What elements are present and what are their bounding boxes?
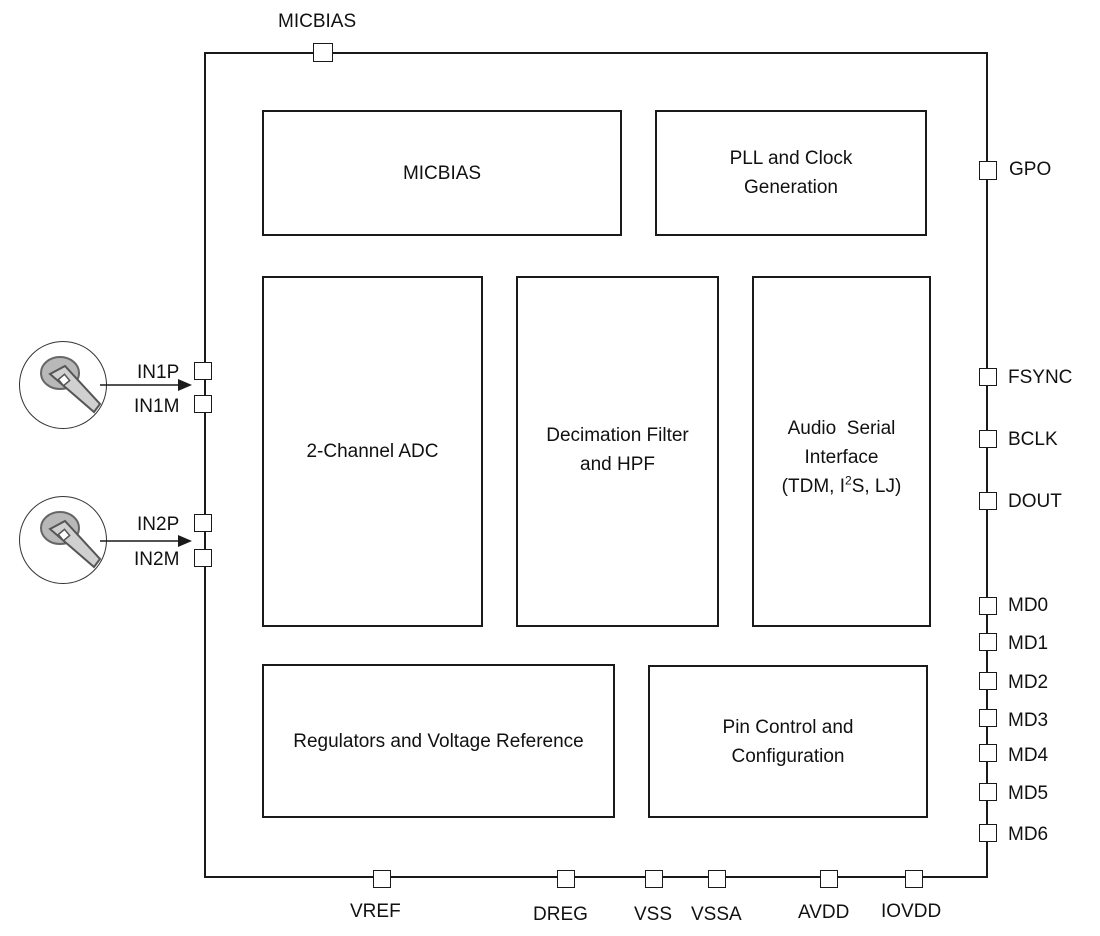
- pin-label-dreg: DREG: [533, 904, 588, 925]
- asi-label-line3-a: (TDM, I: [781, 476, 845, 497]
- micbias-block: MICBIAS: [262, 110, 622, 236]
- pin-label-md4: MD4: [1008, 745, 1049, 766]
- micbias-block-label: MICBIAS: [402, 162, 482, 184]
- pin-md0: [979, 597, 997, 615]
- pin-label-avdd: AVDD: [798, 902, 850, 923]
- pin-label-bclk: BCLK: [1008, 429, 1058, 450]
- pin-micbias: [313, 43, 333, 62]
- pin-label-gpo: GPO: [1009, 159, 1052, 180]
- pin-label-vss: VSS: [634, 904, 673, 925]
- pin-label-in2m: IN2M: [134, 549, 180, 570]
- pinctrl-label-line2: Configuration: [731, 745, 845, 767]
- pin-in2p: [194, 514, 212, 532]
- pll-label-line2: Generation: [743, 177, 838, 198]
- decimation-label-line2: and HPF: [580, 453, 655, 475]
- pin-vss: [645, 870, 663, 888]
- audio-serial-interface-block: Audio Serial Interface (TDM, I2S, LJ): [752, 276, 931, 627]
- pin-in2m: [194, 549, 212, 567]
- pin-label-dout: DOUT: [1008, 491, 1062, 512]
- pin-md4: [979, 744, 997, 762]
- pin-dout: [979, 492, 997, 510]
- pin-label-md3: MD3: [1008, 710, 1049, 731]
- pin-vref: [373, 870, 391, 888]
- pin-md6: [979, 824, 997, 842]
- microphone-2: [19, 496, 107, 584]
- pin-vssa: [708, 870, 726, 888]
- asi-label-line2: Interface: [804, 447, 879, 468]
- pin-label-md0: MD0: [1008, 595, 1049, 616]
- pin-label-fsync: FSYNC: [1008, 367, 1073, 388]
- asi-label-line3-b: S, LJ): [851, 476, 902, 497]
- pinctrl-label-line1: Pin Control and: [722, 716, 854, 738]
- decimation-filter-block: Decimation Filter and HPF: [516, 276, 719, 627]
- pin-fsync: [979, 368, 997, 386]
- pin-md2: [979, 672, 997, 690]
- pll-clock-block: PLL and Clock Generation: [655, 110, 927, 236]
- pin-avdd: [820, 870, 838, 888]
- pin-label-in1m: IN1M: [134, 396, 180, 417]
- pin-bclk: [979, 430, 997, 448]
- asi-label-line1: Audio Serial: [787, 418, 896, 439]
- asi-label-line3: (TDM, I2S, LJ): [782, 472, 902, 501]
- pin-iovdd: [905, 870, 923, 888]
- regulators-block: Regulators and Voltage Reference: [262, 664, 615, 818]
- pin-label-micbias: MICBIAS: [278, 11, 357, 32]
- pin-label-md1: MD1: [1008, 633, 1049, 654]
- mic2-arrow: [100, 535, 192, 547]
- pin-label-iovdd: IOVDD: [881, 901, 942, 922]
- microphone-icon: [40, 356, 102, 414]
- pin-control-block: Pin Control and Configuration: [648, 665, 928, 818]
- pin-label-vssa: VSSA: [691, 904, 742, 925]
- pin-dreg: [557, 870, 575, 888]
- microphone-icon: [40, 511, 102, 569]
- pin-label-in1p: IN1P: [137, 362, 180, 383]
- mic1-arrow: [100, 379, 192, 391]
- adc-block: 2-Channel ADC: [262, 276, 483, 627]
- pin-md3: [979, 709, 997, 727]
- pin-md1: [979, 633, 997, 651]
- pin-label-md2: MD2: [1008, 672, 1049, 693]
- pin-label-vref: VREF: [350, 901, 401, 922]
- asi-label-line3-sup: 2: [845, 473, 852, 488]
- adc-label: 2-Channel ADC: [306, 441, 439, 462]
- chip-outline: [204, 52, 988, 878]
- pin-gpo: [979, 161, 997, 180]
- regulators-label: Regulators and Voltage Reference: [293, 730, 584, 752]
- pin-md5: [979, 783, 997, 801]
- pin-label-in2p: IN2P: [137, 514, 180, 535]
- pin-label-md5: MD5: [1008, 783, 1049, 804]
- decimation-label-line1: Decimation Filter: [546, 424, 689, 446]
- pin-in1p: [194, 362, 212, 380]
- pin-in1m: [194, 395, 212, 413]
- pin-label-md6: MD6: [1008, 824, 1049, 845]
- pll-label-line1: PLL and Clock: [729, 148, 853, 169]
- microphone-1: [19, 341, 107, 429]
